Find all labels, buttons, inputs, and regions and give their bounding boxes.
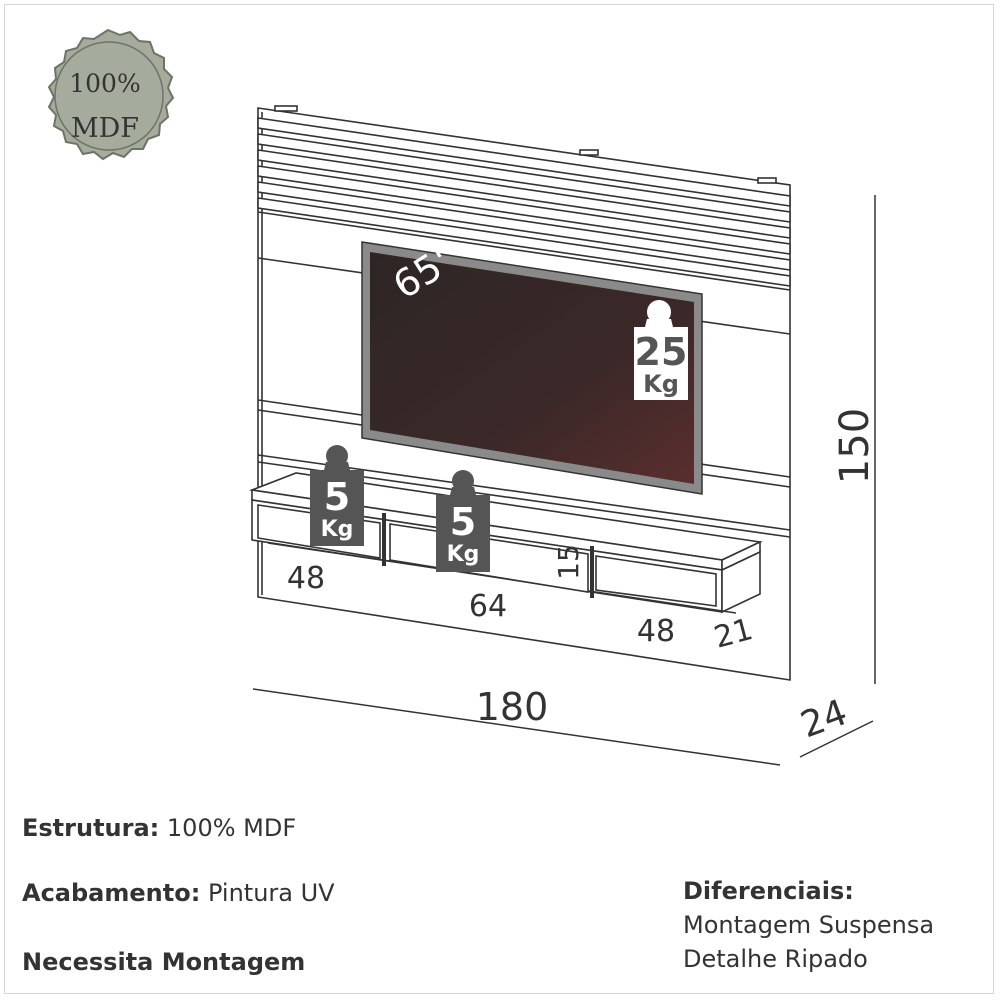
shelf-mid-weight-value: 5 bbox=[450, 500, 476, 544]
spec-structure: Estrutura: 100% MDF bbox=[22, 814, 296, 842]
differentials-item: Detalhe Ripado bbox=[683, 945, 868, 973]
dim-height: 150 bbox=[832, 408, 878, 484]
shelf-left-weight-unit: Kg bbox=[321, 517, 354, 542]
shelf-mid-weight-unit: Kg bbox=[447, 542, 480, 567]
weight-icon bbox=[326, 445, 348, 467]
dimension-labels: 150 180 24 48 64 48 15 21 bbox=[287, 408, 878, 746]
dim-width: 180 bbox=[476, 685, 549, 729]
tv: 65" bbox=[361, 235, 703, 495]
differentials: Diferenciais: Montagem Suspensa Detalhe … bbox=[683, 874, 934, 976]
shelf-left-weight-value: 5 bbox=[324, 475, 350, 519]
page-frame bbox=[4, 4, 994, 994]
badge-seal-icon bbox=[47, 28, 175, 161]
spec-assembly: Necessita Montagem bbox=[22, 948, 305, 976]
spec-assembly-label: Necessita Montagem bbox=[22, 948, 306, 976]
dim-shelf-height: 15 bbox=[552, 544, 585, 580]
tv-weight-unit: Kg bbox=[643, 370, 679, 398]
dimension-lines bbox=[252, 195, 876, 766]
tv-screen bbox=[370, 252, 694, 484]
spec-finish-label: Acabamento: bbox=[22, 879, 201, 907]
weight-icon bbox=[452, 470, 474, 492]
shelf-left-weight-tag: 5 Kg bbox=[310, 445, 364, 546]
spec-structure-label: Estrutura: bbox=[22, 814, 160, 842]
weight-icon bbox=[647, 300, 671, 324]
spec-finish-value: Pintura UV bbox=[207, 879, 335, 907]
dim-niche-center: 64 bbox=[469, 589, 507, 624]
mdf-badge: 100% MDF bbox=[47, 28, 175, 161]
badge-line1: 100% bbox=[69, 69, 140, 98]
badge-line2: MDF bbox=[71, 113, 139, 144]
dim-niche-right: 48 bbox=[637, 614, 675, 649]
spec-structure-value: 100% MDF bbox=[166, 814, 297, 842]
tv-weight-tag: 25 Kg bbox=[634, 300, 688, 400]
tv-weight-value: 25 bbox=[635, 330, 688, 374]
differentials-item: Montagem Suspensa bbox=[683, 911, 935, 939]
dim-depth: 24 bbox=[796, 692, 853, 746]
spec-finish: Acabamento: Pintura UV bbox=[22, 879, 335, 907]
differentials-title: Diferenciais: bbox=[683, 877, 854, 905]
dim-niche-left: 48 bbox=[287, 561, 325, 596]
shelf-mid-weight-tag: 5 Kg bbox=[436, 470, 490, 572]
